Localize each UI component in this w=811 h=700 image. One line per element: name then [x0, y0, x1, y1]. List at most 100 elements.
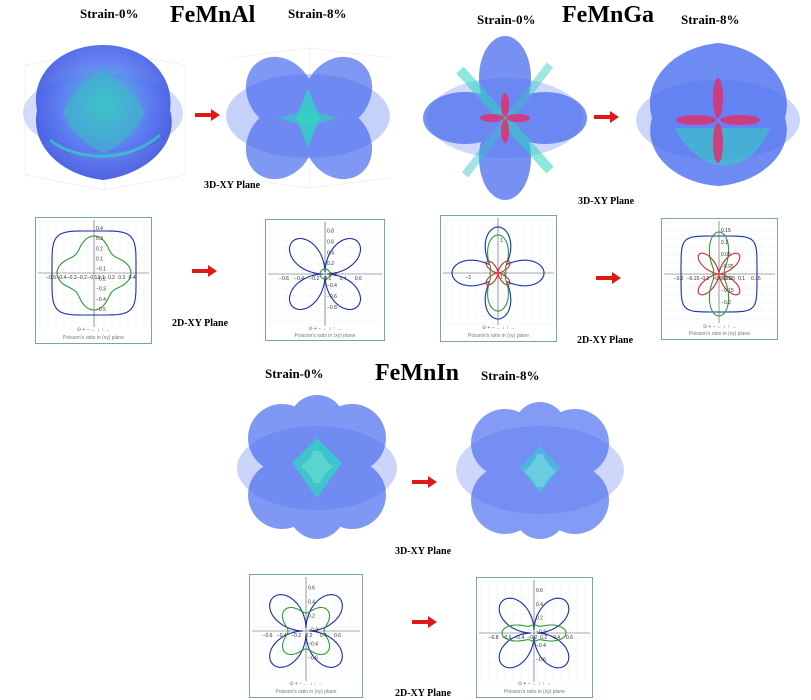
tick-label: −0.6 — [263, 633, 273, 639]
tick-label: 0.6 — [334, 633, 341, 639]
tick-label: −0.2 — [309, 276, 319, 282]
tick-label: 0.15 — [721, 228, 731, 234]
plane-label-2d-femnga: 2D-XY Plane — [577, 335, 634, 346]
material-title-femnga: FeMnGa — [562, 2, 654, 28]
tick-label: −0.1 — [699, 276, 709, 282]
tick-label: 1 — [500, 275, 503, 281]
polar-curve — [269, 594, 343, 668]
tick-label: −0.8 — [327, 305, 337, 311]
header-strain8-femnin: Strain-8% — [481, 368, 540, 383]
plot-toolbar[interactable]: ⊙ + − ← ↓ ↑ → — [76, 327, 111, 333]
header-strain8-femnal: Strain-8% — [288, 6, 347, 21]
plot-caption: Poisson's ratio in (xy) plane — [275, 689, 337, 695]
plot-caption: Poisson's ratio in (xy) plane — [504, 689, 565, 695]
arrow-icon — [195, 109, 220, 121]
polar-curve — [51, 230, 137, 316]
tick-label: −0.2 — [721, 300, 731, 306]
tick-label: 0.2 — [327, 261, 334, 267]
plot-toolbar[interactable]: ⊙ + − ← ↓ ↑ → — [481, 325, 516, 331]
polar-curve — [697, 252, 741, 296]
surface-3d-femnin-strain0 — [237, 395, 397, 539]
tick-label: 0.1 — [96, 256, 103, 262]
polar-curve — [56, 235, 132, 311]
tick-label: −0.05 — [721, 264, 734, 270]
surface-3d-femnga-strain0 — [423, 36, 587, 200]
plane-label-3d-femnga: 3D-XY Plane — [578, 196, 635, 207]
plot-caption: Poisson's ratio in (xy) plane — [294, 333, 356, 339]
plot-toolbar[interactable]: ⊙ + − ← ↓ ↑ → — [289, 681, 323, 687]
tick-label: −0.4 — [327, 283, 337, 289]
tick-label: 0.1 — [721, 240, 728, 246]
tick-label: −0.2 — [77, 275, 87, 281]
material-title-femnal: FeMnAl — [170, 2, 256, 28]
tick-label: 0.05 — [721, 252, 731, 258]
header-strain0-femnal: Strain-0% — [80, 6, 139, 21]
tick-label: −0.15 — [687, 276, 700, 282]
tick-label: −0.2 — [327, 272, 337, 278]
plot-toolbar[interactable]: ⊙ + − ← ↓ ↑ → — [702, 324, 737, 330]
polar-curve — [319, 268, 331, 280]
material-title-femnin: FeMnIn — [375, 360, 459, 386]
surface-3d-femnga-strain8 — [636, 43, 800, 186]
surface-3d-femnin-strain8 — [456, 402, 624, 539]
tick-label: −0.4 — [536, 643, 546, 649]
tick-label: 0.2 — [108, 275, 115, 281]
tick-label: 0.6 — [536, 588, 543, 594]
tick-label: 0.4 — [553, 635, 560, 641]
tick-label: 0.3 — [118, 275, 125, 281]
plane-label-3d-femnal: 3D-XY Plane — [204, 180, 261, 191]
tick-label: 0.15 — [751, 276, 761, 282]
tick-label: 0.4 — [340, 276, 347, 282]
tick-label: 0.8 — [327, 229, 334, 235]
tick-label: 0.2 — [305, 633, 312, 639]
polar-curve — [487, 234, 509, 312]
arrow-icon — [412, 476, 437, 488]
surface-3d-femnal-strain8 — [226, 47, 391, 189]
polar-curve — [680, 235, 758, 313]
tick-label: 0.4 — [96, 226, 103, 232]
tick-label: −1 — [466, 275, 472, 281]
header-strain8-femnga: Strain-8% — [681, 12, 740, 27]
tick-label: −0.3 — [96, 287, 106, 293]
tick-label: 0.2 — [536, 616, 543, 622]
tick-label: 0.05 — [725, 276, 735, 282]
tick-label: −0.4 — [308, 641, 318, 647]
plot-caption: Poisson's ratio in (xy) plane — [63, 335, 124, 341]
tick-label: −0.4 — [514, 635, 524, 641]
tick-label: 0.4 — [308, 599, 315, 605]
polar-curve — [501, 624, 567, 642]
tick-label: −0.1 — [721, 276, 731, 282]
tick-label: 0.6 — [308, 585, 315, 591]
polar-curve — [485, 260, 511, 286]
polar-curve — [281, 606, 331, 656]
tick-label: −0.4 — [277, 633, 287, 639]
header-strain0-femnin: Strain-0% — [265, 366, 324, 381]
tick-label: 0.6 — [355, 276, 362, 282]
tick-label: 0.4 — [327, 250, 334, 256]
tick-label: 1 — [500, 238, 503, 244]
plot-toolbar[interactable]: ⊙ + − ← ↓ ↑ → — [308, 326, 342, 332]
tick-label: −0.1 — [87, 275, 97, 281]
plane-label-3d-femnin: 3D-XY Plane — [395, 546, 452, 557]
tick-label: −0.2 — [291, 633, 301, 639]
tick-label: −0.6 — [502, 635, 512, 641]
tick-label: −0.4 — [294, 276, 304, 282]
tick-label: −0.4 — [96, 297, 106, 303]
tick-label: −0.5 — [46, 275, 56, 281]
tick-label: −0.6 — [327, 294, 337, 300]
tick-label: −0.8 — [489, 635, 499, 641]
tick-label: −1 — [500, 272, 506, 278]
header-strain0-femnga: Strain-0% — [477, 12, 536, 27]
plot-toolbar[interactable]: ⊙ + − ← ↓ ↑ → — [517, 681, 552, 687]
arrow-icon — [412, 616, 437, 628]
tick-label: −0.6 — [308, 655, 318, 661]
